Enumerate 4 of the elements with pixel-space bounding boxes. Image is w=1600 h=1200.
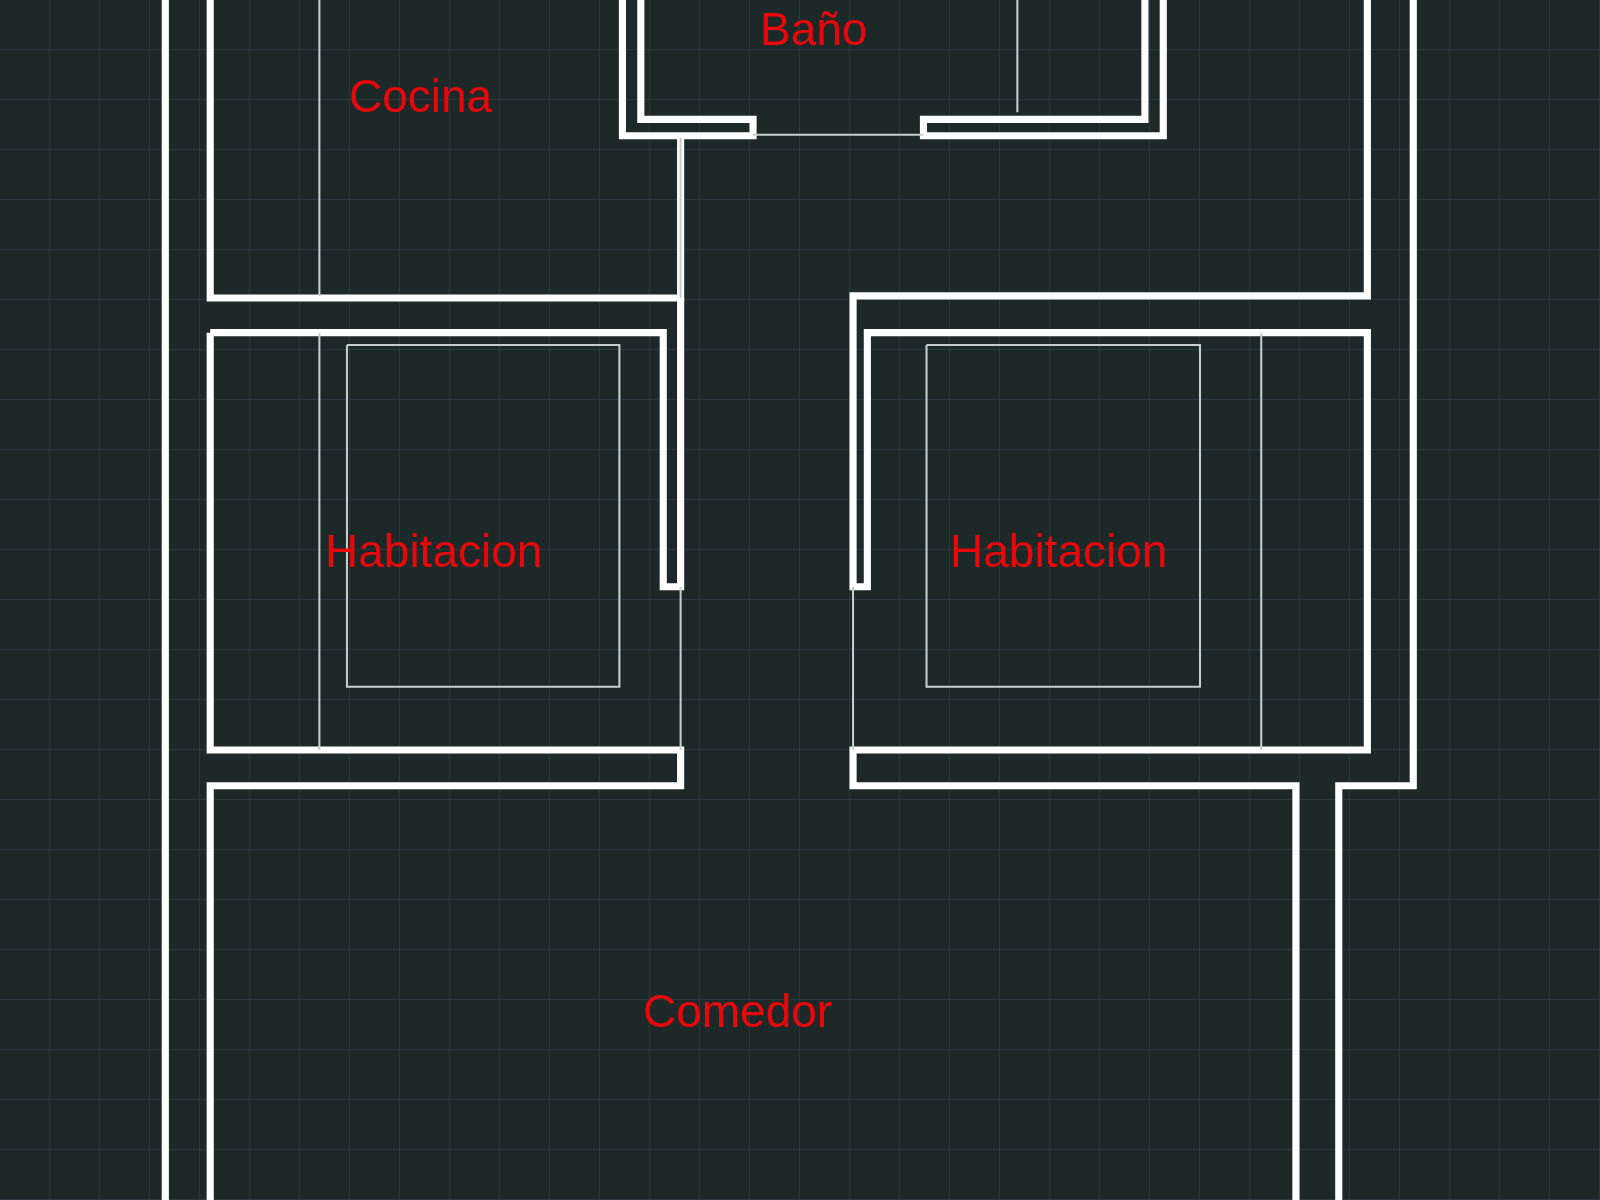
room-label: Baño	[760, 6, 868, 52]
room-label: Comedor	[643, 988, 833, 1034]
room-label: Cocina	[349, 73, 493, 119]
room-label: Habitacion	[950, 528, 1168, 574]
